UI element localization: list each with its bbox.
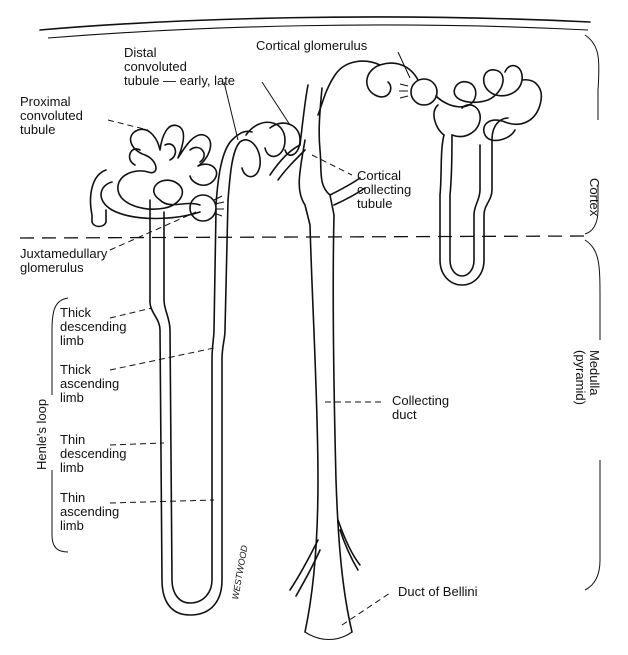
juxtamedullary-glomerulus-vessels — [213, 195, 225, 217]
label-thick-ascending-1: Thick — [60, 362, 92, 377]
proximal-tubule-upper-coil — [128, 143, 205, 166]
collecting-duct-branch-left — [269, 144, 306, 181]
label-cortical-collecting-3: tubule — [357, 196, 392, 211]
leader-distal-tubule — [223, 81, 291, 141]
cortical-proximal-coils — [435, 64, 542, 142]
duct-of-bellini-opening — [304, 631, 353, 641]
label-pyramid: (pyramid) — [573, 350, 588, 405]
collecting-duct-left-wall — [298, 84, 319, 633]
label-collecting-1: Collecting — [392, 393, 449, 408]
cortex-medulla-boundary — [19, 235, 591, 239]
label-thin-ascending-3: limb — [60, 518, 84, 533]
leader-juxtamedullary — [109, 211, 197, 251]
label-proximal-1: Proximal — [20, 94, 71, 109]
label-thick-descending-3: limb — [60, 333, 84, 348]
henles-loop-bracket — [51, 297, 69, 553]
leader-cortical-collecting — [311, 154, 353, 176]
label-proximal-3: tubule — [20, 122, 55, 137]
capsule-top-edge-inner — [47, 24, 589, 39]
label-thick-descending-1: Thick — [60, 305, 92, 320]
label-thick-ascending-3: limb — [60, 390, 84, 405]
connecting-tubule — [317, 60, 419, 116]
leader-thick-ascending — [109, 347, 215, 371]
collecting-duct-right-wall — [318, 87, 353, 633]
label-medulla: Medulla — [587, 350, 602, 396]
leader-thick-descending — [109, 307, 153, 319]
label-distal-2: convoluted — [124, 59, 187, 74]
leader-cortical-glomerulus — [397, 51, 411, 79]
leader-thin-ascending — [109, 499, 215, 504]
artist-signature: WESTWOOD — [230, 544, 249, 600]
cortical-henles-loop — [439, 117, 509, 286]
collecting-duct-branch-right — [329, 177, 366, 206]
collecting-duct-side-branches — [289, 519, 361, 597]
label-cortical-glomerulus: Cortical glomerulus — [256, 38, 368, 53]
henles-loop-descending-inner — [163, 209, 217, 604]
label-distal-1: Distal — [124, 45, 157, 60]
capsule-top-edge — [39, 16, 591, 31]
label-cortical-collecting-1: Cortical — [357, 168, 401, 183]
proximal-convoluted-tubule — [117, 124, 218, 210]
label-thin-descending-3: limb — [60, 460, 84, 475]
cortical-glomerulus — [410, 78, 438, 106]
label-thin-descending-1: Thin — [60, 432, 85, 447]
medulla-bracket — [584, 239, 601, 591]
label-thin-descending-2: descending — [60, 446, 127, 461]
label-cortex: Cortex — [587, 178, 602, 217]
cortex-bracket — [584, 34, 600, 235]
cortical-glomerulus-vessels — [399, 83, 409, 99]
proximal-tubule-outer-loop — [89, 169, 201, 228]
distal-tubule-inner — [215, 130, 253, 206]
label-henles-loop: Henle's loop — [34, 399, 49, 470]
label-collecting-2: duct — [392, 407, 417, 422]
leader-proximal — [107, 119, 149, 131]
label-juxtamedullary-2: glomerulus — [20, 260, 84, 275]
label-duct-of-bellini: Duct of Bellini — [398, 584, 478, 599]
label-thick-descending-2: descending — [60, 319, 127, 334]
label-proximal-2: convoluted — [20, 108, 83, 123]
label-distal-3: tubule — early, late — [124, 73, 235, 88]
label-thin-ascending-1: Thin — [60, 490, 85, 505]
henles-loop-descending-outer — [149, 199, 229, 616]
label-juxtamedullary-1: Juxtamedullary — [20, 246, 108, 261]
juxtamedullary-glomerulus — [189, 194, 217, 222]
label-cortical-collecting-2: collecting — [357, 182, 411, 197]
cortical-distal-tubule — [433, 104, 481, 138]
label-thin-ascending-2: ascending — [60, 504, 119, 519]
label-thick-ascending-2: ascending — [60, 376, 119, 391]
leader-thin-descending — [109, 442, 165, 446]
